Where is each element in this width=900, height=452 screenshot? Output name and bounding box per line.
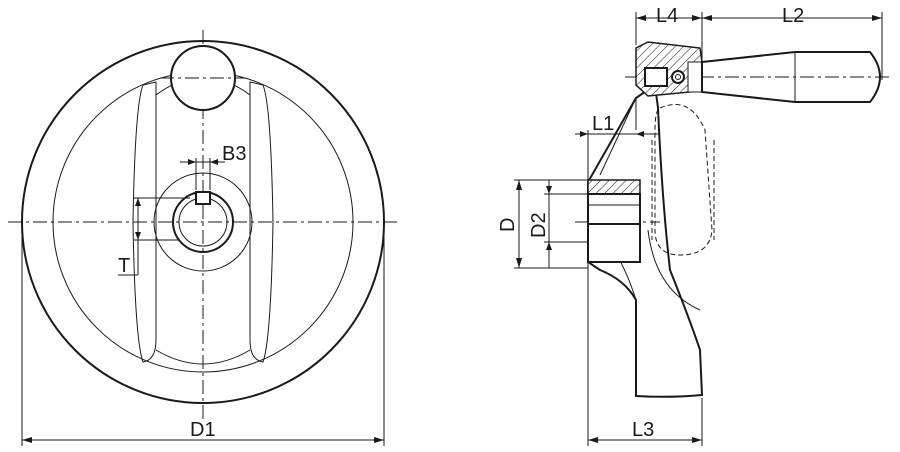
folded-handle-hidden bbox=[654, 104, 713, 256]
hub-bore-side bbox=[587, 193, 641, 225]
b3-arrow-right bbox=[210, 159, 218, 165]
l4-arrow-right bbox=[692, 15, 702, 21]
handle-pivot-hole bbox=[671, 70, 685, 84]
front-view: B3 T D1 bbox=[8, 30, 400, 446]
b3-arrow-left bbox=[188, 159, 196, 165]
d2-label: D2 bbox=[528, 212, 550, 238]
t-label: T bbox=[118, 255, 130, 277]
l2-arrow-right bbox=[872, 15, 882, 21]
t-arrow-bottom bbox=[135, 232, 141, 240]
l3-arrow-right bbox=[692, 437, 702, 443]
web-edge bbox=[599, 97, 637, 176]
l4-label: L4 bbox=[656, 5, 678, 27]
d-arrow-top bbox=[516, 180, 522, 190]
d2-arrow-bottom bbox=[546, 242, 552, 250]
rim-inner-line bbox=[647, 229, 701, 311]
d-label: D bbox=[497, 218, 519, 232]
b3-label: B3 bbox=[222, 143, 246, 165]
handle-grip bbox=[701, 51, 881, 103]
d1-label: D1 bbox=[190, 419, 216, 441]
handle-pivot-hole-inner bbox=[675, 74, 681, 80]
l3-label: L3 bbox=[632, 419, 654, 441]
lower-spoke-arc bbox=[155, 349, 251, 365]
d-arrow-bottom bbox=[516, 258, 522, 268]
l1-arrow-left bbox=[580, 131, 588, 137]
keyway bbox=[195, 191, 211, 205]
l2-arrow-left bbox=[702, 15, 712, 21]
left-spoke bbox=[132, 81, 157, 363]
side-view: L4 L2 L1 D D2 L3 bbox=[497, 5, 892, 446]
d2-arrow-top bbox=[546, 186, 552, 194]
handle-shaft-collar bbox=[687, 61, 703, 93]
l1-label: L1 bbox=[592, 113, 614, 135]
handle-pivot-pin bbox=[644, 67, 668, 87]
l3-arrow-left bbox=[588, 437, 598, 443]
l2-label: L2 bbox=[782, 5, 804, 27]
l1-arrow-right bbox=[636, 131, 644, 137]
hub-outer bbox=[153, 172, 253, 272]
d1-arrow-left bbox=[22, 437, 32, 443]
hub-lower bbox=[587, 223, 641, 263]
t-arrow-top bbox=[135, 198, 141, 206]
l4-arrow-left bbox=[636, 15, 646, 21]
right-spoke bbox=[249, 81, 274, 363]
wheel-outer-rim bbox=[21, 40, 385, 404]
d1-arrow-right bbox=[374, 437, 384, 443]
rim-profile bbox=[587, 83, 704, 398]
hub-section-top bbox=[587, 179, 641, 195]
